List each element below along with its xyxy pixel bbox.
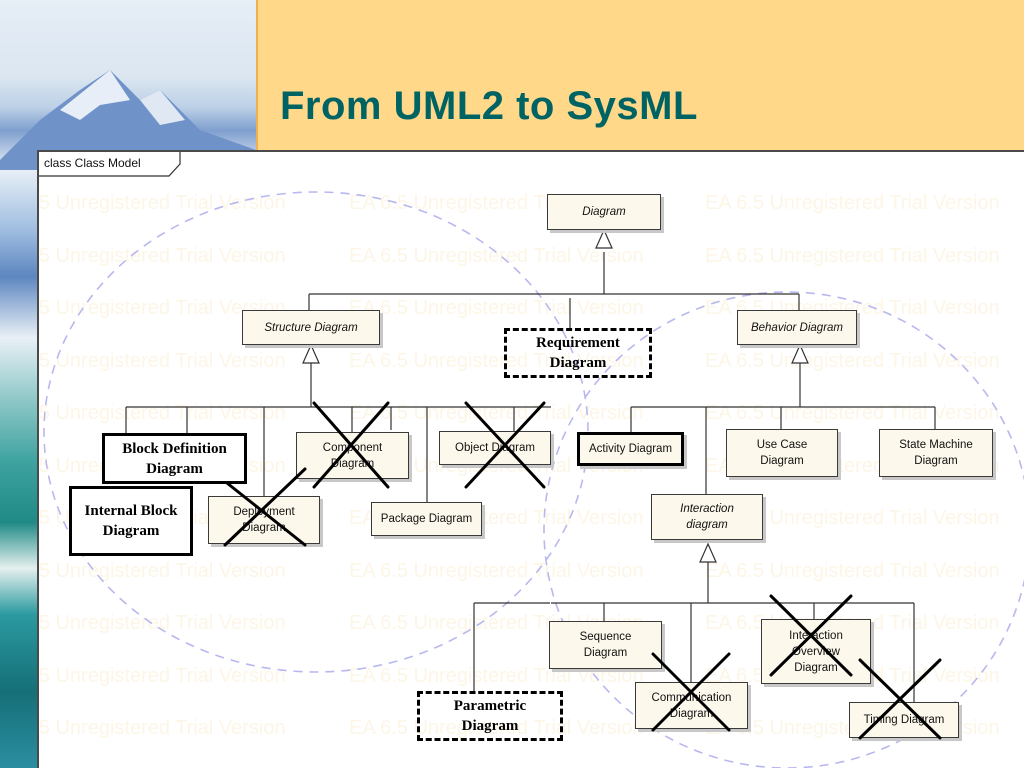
- state-machine-diagram-node[interactable]: State Machine Diagram: [879, 429, 993, 477]
- deployment-diagram-node[interactable]: Deployment Diagram: [208, 496, 320, 544]
- package-diagram-node[interactable]: Package Diagram: [371, 502, 482, 536]
- frame-label: class Class Model: [39, 152, 165, 174]
- component-diagram-node[interactable]: Component Diagram: [296, 432, 409, 479]
- activity-diagram-node[interactable]: Activity Diagram: [577, 432, 684, 466]
- sequence-diagram-node[interactable]: Sequence Diagram: [549, 621, 662, 669]
- structure-diagram-node[interactable]: Structure Diagram: [242, 310, 380, 345]
- connector-layer: [43, 191, 1024, 768]
- internal-block-diagram-node[interactable]: Internal Block Diagram: [69, 486, 193, 556]
- frame-tab-outline: [39, 152, 181, 177]
- title-bar: [256, 0, 1024, 150]
- generalization-arrow: [302, 343, 320, 364]
- object-diagram-node[interactable]: Object Diagram: [439, 431, 551, 465]
- generalization-arrow: [791, 343, 809, 364]
- interaction-diagram-node[interactable]: Interaction diagram: [651, 494, 763, 540]
- generalization-arrow: [699, 542, 717, 563]
- generalization-arrow: [595, 228, 613, 249]
- diagram-node[interactable]: Diagram: [547, 194, 661, 230]
- behavior-group-ellipse: [543, 291, 1024, 768]
- behavior-diagram-node[interactable]: Behavior Diagram: [737, 310, 857, 345]
- timing-diagram-node[interactable]: Timing Diagram: [849, 702, 959, 738]
- mountain-graphic: [0, 70, 256, 170]
- use-case-diagram-node[interactable]: Use Case Diagram: [726, 429, 838, 477]
- parametric-diagram-node[interactable]: Parametric Diagram: [417, 691, 563, 741]
- requirement-diagram-node[interactable]: Requirement Diagram: [504, 328, 652, 378]
- communication-diagram-node[interactable]: Communication Diagram: [635, 682, 748, 729]
- block-definition-diagram-node[interactable]: Block Definition Diagram: [102, 433, 247, 484]
- interaction-overview-diagram-node[interactable]: Interaction Overview Diagram: [761, 619, 871, 684]
- slide-title: From UML2 to SysML: [280, 84, 698, 128]
